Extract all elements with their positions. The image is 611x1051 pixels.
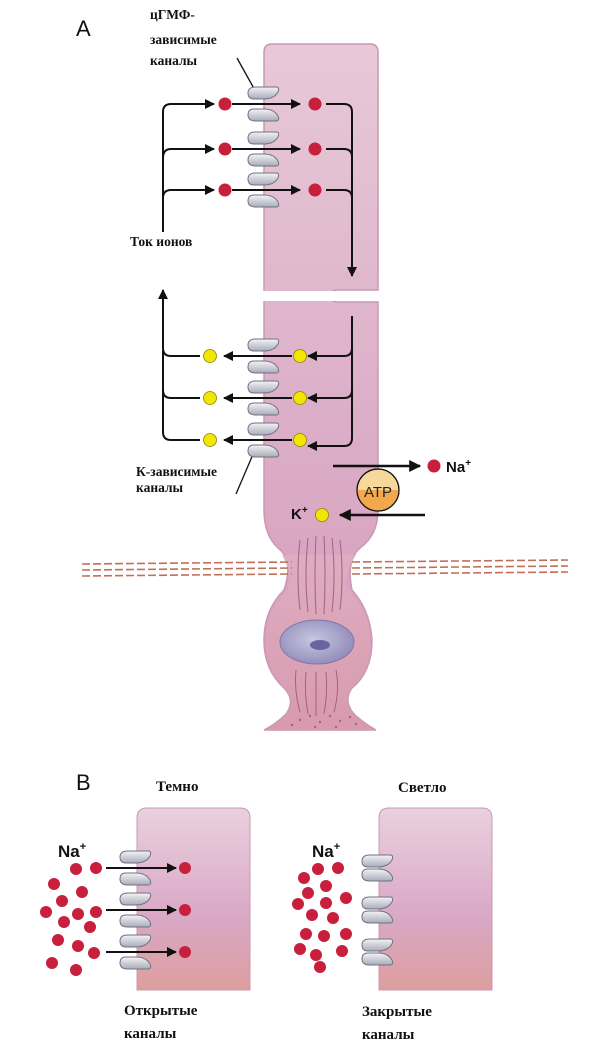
potassium-ion-icon bbox=[203, 391, 217, 405]
sodium-ion-icon bbox=[427, 459, 441, 473]
segment-gap bbox=[262, 291, 334, 301]
na-ion-label: Na+ bbox=[446, 458, 471, 476]
light-title: Светло bbox=[398, 780, 447, 796]
ion-channel-icon bbox=[247, 131, 280, 167]
cgmp-label: цГМФ- зависимые каналы bbox=[150, 7, 220, 68]
dark-caption-line-1: Открытые bbox=[124, 1003, 198, 1019]
sodium-ion-icon bbox=[218, 183, 232, 197]
panel-b-letter: B bbox=[76, 770, 91, 795]
cgmp-label-line-2: зависимые bbox=[150, 32, 217, 47]
nucleolus bbox=[310, 640, 330, 650]
sodium-ions-a bbox=[218, 97, 322, 197]
dark-sodium-ions bbox=[40, 862, 191, 976]
potassium-ions-a bbox=[203, 349, 307, 447]
dark-channel-arrows bbox=[106, 863, 177, 957]
rod-cell bbox=[262, 43, 379, 731]
sodium-ion-icon bbox=[218, 97, 232, 111]
light-sodium-ions bbox=[292, 862, 352, 973]
atp-label: ATP bbox=[364, 484, 392, 501]
k-channels bbox=[247, 338, 280, 458]
synaptic-dots bbox=[290, 714, 358, 729]
ion-channel-icon bbox=[247, 422, 280, 458]
potassium-ion-icon bbox=[203, 349, 217, 363]
dark-caption-line-2: каналы bbox=[124, 1026, 177, 1042]
dark-title: Темно bbox=[156, 779, 198, 795]
potassium-ion-icon bbox=[293, 433, 307, 447]
k-ion-label: K+ bbox=[291, 505, 308, 523]
light-caption-line-1: Закрытые bbox=[362, 1004, 432, 1020]
ion-current-circuit bbox=[158, 99, 357, 451]
dark-cell-box bbox=[136, 807, 251, 991]
cgmp-label-line-3: каналы bbox=[150, 53, 198, 68]
dark-caption: Открытые каналы bbox=[124, 1003, 201, 1042]
ion-channel-icon bbox=[247, 86, 280, 122]
atp-pump: ATP Na+ K+ bbox=[291, 458, 471, 523]
ion-channel-icon bbox=[361, 938, 394, 966]
sodium-ion-icon bbox=[218, 142, 232, 156]
ion-channel-icon bbox=[247, 172, 280, 208]
light-caption-line-2: каналы bbox=[362, 1027, 415, 1043]
limiting-membrane bbox=[81, 559, 569, 577]
ion-current-label: Ток ионов bbox=[130, 234, 192, 249]
light-channels bbox=[361, 854, 394, 966]
light-caption: Закрытые каналы bbox=[362, 1004, 436, 1043]
ion-channel-icon bbox=[119, 934, 152, 970]
panel-a-letter: A bbox=[76, 16, 91, 41]
dark-na-label: Na+ bbox=[58, 841, 86, 861]
ion-channel-icon bbox=[361, 854, 394, 882]
cilium-lines bbox=[295, 535, 343, 716]
dark-channels bbox=[119, 850, 152, 970]
ion-channel-icon bbox=[247, 338, 280, 374]
ion-channel-icon bbox=[119, 850, 152, 886]
sodium-ion-icon bbox=[308, 183, 322, 197]
potassium-ion-icon bbox=[293, 349, 307, 363]
ion-channel-icon bbox=[119, 892, 152, 928]
ion-channel-icon bbox=[247, 380, 280, 416]
sodium-ion-icon bbox=[308, 142, 322, 156]
k-channel-label-line-2: каналы bbox=[136, 480, 184, 495]
potassium-ion-icon bbox=[203, 433, 217, 447]
channel-arrows bbox=[223, 99, 301, 445]
light-na-label: Na+ bbox=[312, 841, 340, 861]
k-channel-pointer bbox=[235, 451, 255, 495]
light-cell-box bbox=[378, 807, 493, 991]
potassium-ion-icon bbox=[293, 391, 307, 405]
cgmp-channels bbox=[247, 86, 280, 208]
k-channel-label-line-1: К-зависимые bbox=[136, 464, 217, 479]
k-channel-label: К-зависимые каналы bbox=[136, 464, 220, 495]
cgmp-label-line-1: цГМФ- bbox=[150, 7, 195, 22]
potassium-ion-icon bbox=[315, 508, 329, 522]
sodium-ion-icon bbox=[308, 97, 322, 111]
ion-channel-icon bbox=[361, 896, 394, 924]
